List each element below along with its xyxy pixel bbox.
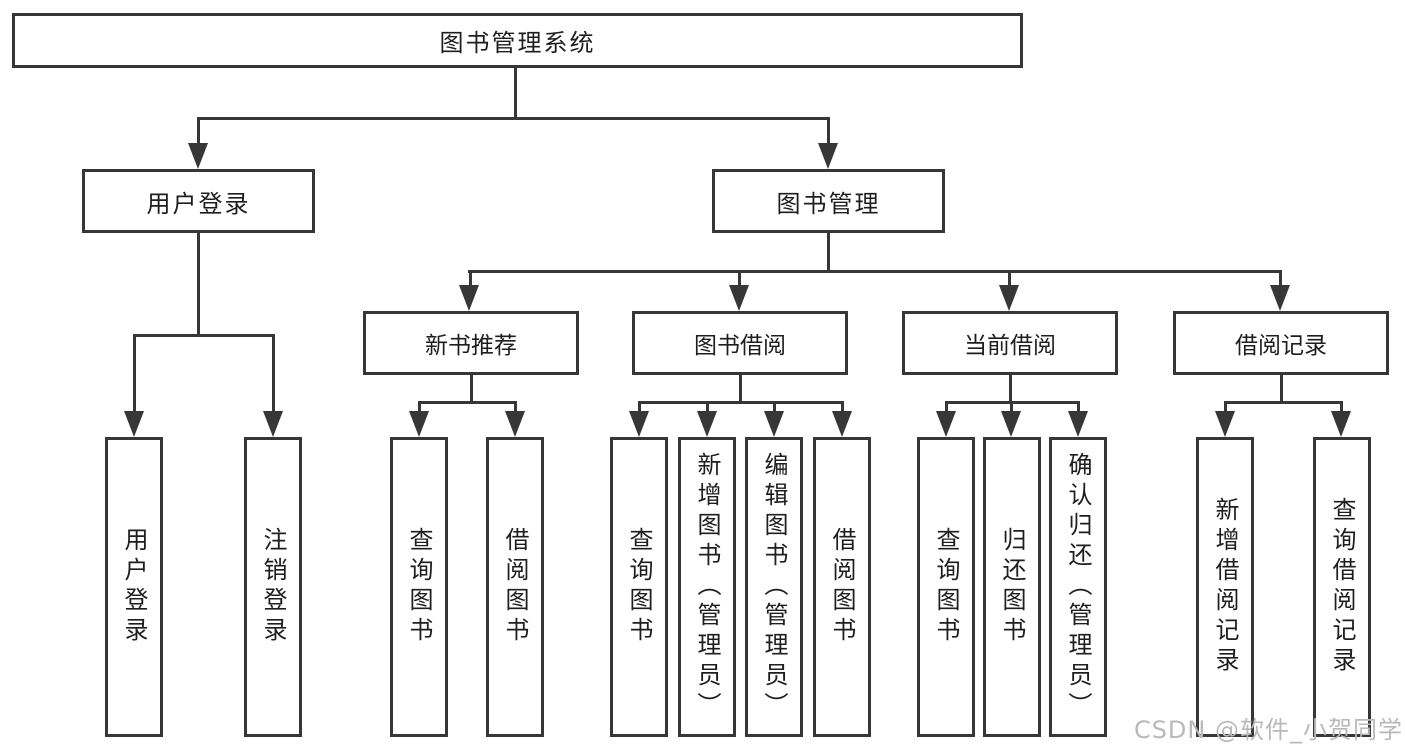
arrow-into-leaf [832,411,852,437]
connector-drop-leaf [1077,401,1080,415]
arrow-into-current [999,285,1019,311]
leaf-current-return: 归还图书 [983,437,1041,737]
connector-level2-bus [197,117,830,120]
leaf-records-add: 新增借阅记录 [1196,437,1254,737]
connector-level3-bus [468,270,1282,273]
connector-drop-leaf [1224,401,1227,415]
leaf-user-login: 用户登录 [105,437,163,737]
leaf-logout: 注销登录 [244,437,302,737]
connector-bookborrow-trunk [739,373,742,404]
connector-drop-user-login [197,117,200,147]
connector-root-trunk [514,66,517,119]
node-borrow-records: 借阅记录 [1173,311,1389,375]
leaf-newbook-query: 查询图书 [390,437,448,737]
arrow-into-leaf [936,411,956,437]
node-book-management: 图书管理 [712,169,945,233]
arrow-into-leaf [1001,411,1021,437]
leaf-bookborrow-edit: 编辑图书（管理员） [745,437,803,737]
connector-bookmgmt-trunk [827,231,830,273]
connector-drop-leaf [418,401,421,415]
arrow-into-leaf [1331,411,1351,437]
connector-drop-leaf-logout [272,334,275,416]
arrow-into-records [1270,285,1290,311]
node-user-login: 用户登录 [82,169,315,233]
connector-drop-leaf [514,401,517,415]
arrow-into-leaf [697,411,717,437]
leaf-bookborrow-borrow: 借阅图书 [813,437,871,737]
connector-records-trunk [1280,373,1283,404]
connector-drop-leaf [1010,401,1013,415]
connector-drop-newbook [469,270,472,288]
connector-userlogin-trunk [197,231,200,336]
arrow-into-leaf [409,411,429,437]
arrow-into-bookborrow [729,285,749,311]
leaf-records-query: 查询借阅记录 [1313,437,1371,737]
connector-newbook-bus [418,401,517,404]
arrow-into-leaf [505,411,525,437]
arrow-into-leaf-logout [263,411,283,437]
arrow-into-user-login [188,143,208,169]
arrow-into-leaf [629,411,649,437]
connector-drop-book-mgmt [827,117,830,147]
connector-drop-bookborrow [738,270,741,288]
connector-drop-current [1008,270,1011,288]
leaf-current-query: 查询图书 [917,437,975,737]
connector-drop-leaf [1340,401,1343,415]
leaf-current-confirm: 确认归还（管理员） [1049,437,1107,737]
connector-drop-leaf-login [133,334,136,416]
leaf-newbook-borrow: 借阅图书 [486,437,544,737]
node-library-system: 图书管理系统 [12,13,1023,68]
node-book-borrow: 图书借阅 [632,311,848,375]
connector-current-trunk [1009,373,1012,404]
connector-drop-records [1279,270,1282,288]
connector-records-bus [1224,401,1343,404]
node-new-book-recommend: 新书推荐 [363,311,579,375]
arrow-into-leaf [764,411,784,437]
connector-bookborrow-bus [638,401,844,404]
connector-newbook-trunk [470,373,473,404]
connector-drop-leaf [841,401,844,415]
connector-drop-leaf [706,401,709,415]
connector-drop-leaf [945,401,948,415]
leaf-bookborrow-add: 新增图书（管理员） [678,437,736,737]
connector-drop-leaf [773,401,776,415]
connector-userlogin-bus [133,334,275,337]
node-current-borrow: 当前借阅 [902,311,1118,375]
arrow-into-leaf [1215,411,1235,437]
arrow-into-newbook [459,285,479,311]
connector-drop-leaf [638,401,641,415]
leaf-bookborrow-query: 查询图书 [610,437,668,737]
arrow-into-leaf [1068,411,1088,437]
csdn-watermark: CSDN @软件_小贺同学 [1133,716,1403,744]
arrow-into-book-mgmt [818,143,838,169]
arrow-into-leaf-login [124,411,144,437]
